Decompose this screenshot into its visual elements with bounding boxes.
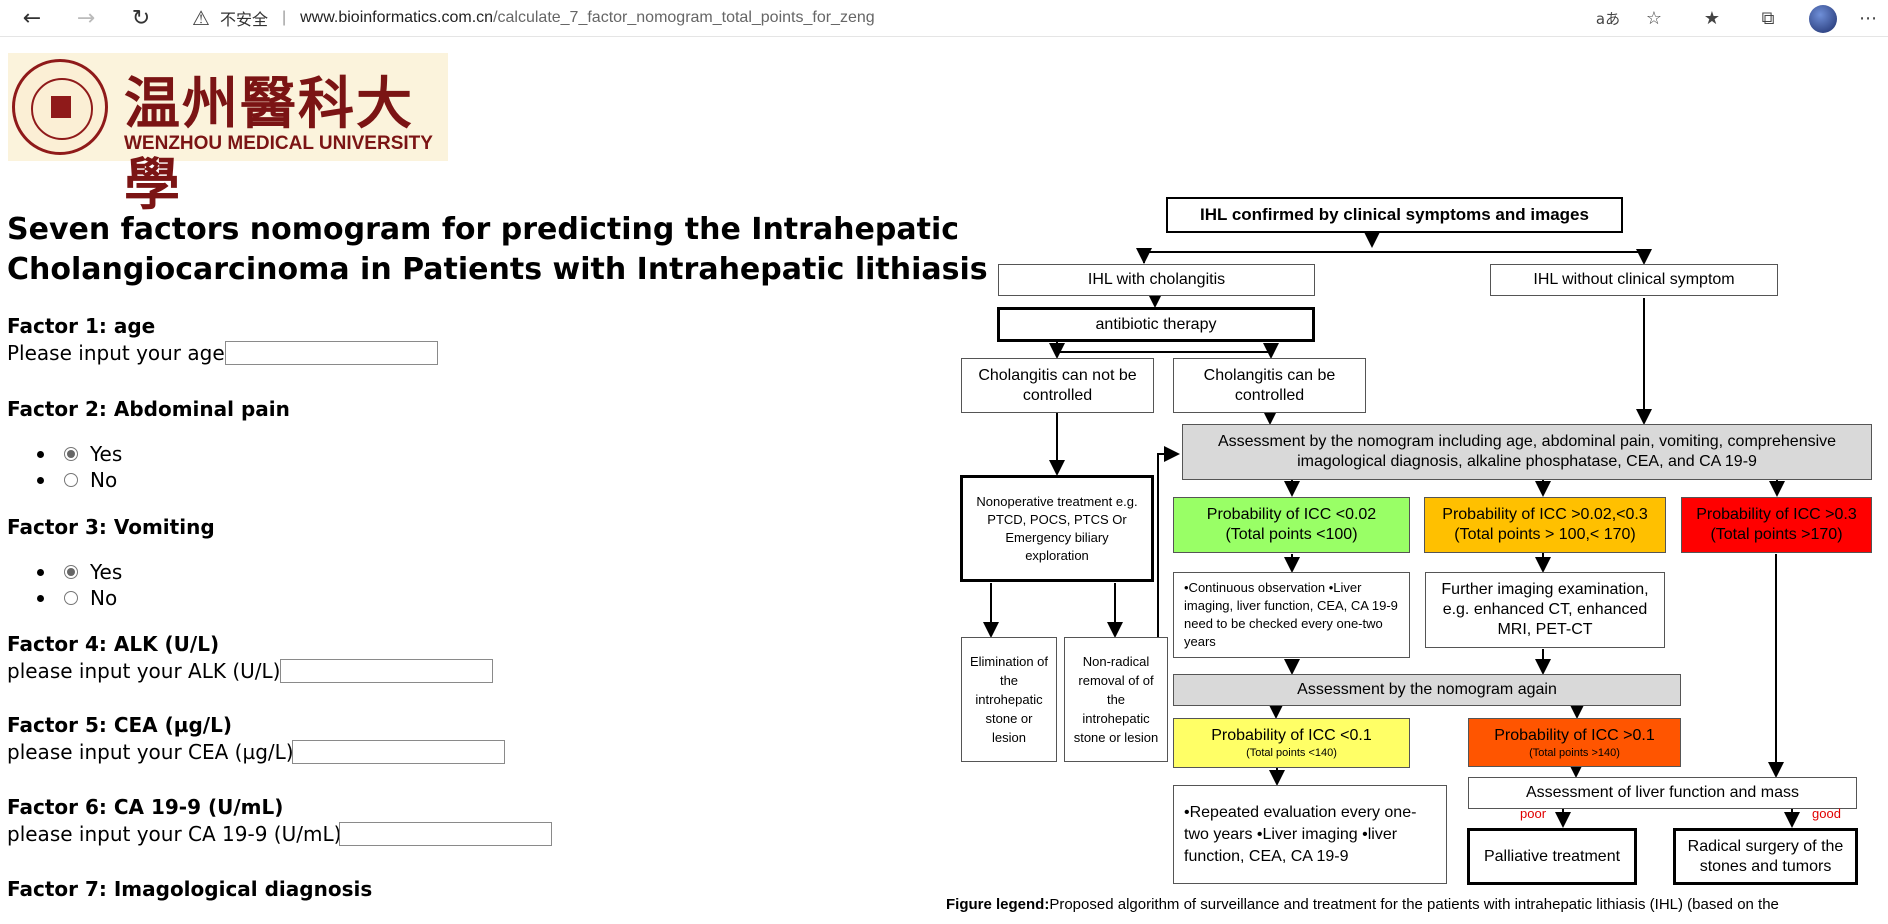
factor4-heading: Factor 4: ALK (U/L)	[7, 632, 220, 656]
abdominal-pain-no-label: No	[90, 468, 118, 492]
figure-legend-text: Proposed algorithm of surveillance and t…	[1049, 896, 1779, 913]
flow-repeat-box: •Repeated evaluation every one-two years…	[1173, 785, 1447, 884]
flow-top-box: IHL confirmed by clinical symptoms and i…	[1166, 197, 1623, 233]
insecure-label: 不安全	[219, 12, 268, 29]
favorites-icon[interactable]: ★	[1703, 7, 1721, 29]
flow-prob2-high-box: Probability of ICC >0.1 (Total points >1…	[1468, 718, 1681, 767]
flow-palliative-box: Palliative treatment	[1467, 828, 1637, 885]
vomiting-yes-radio[interactable]	[64, 565, 78, 579]
factor6-label: please input your CA 19-9 (U/mL):	[7, 822, 349, 846]
flow-elimination-box: Elimination of the introhepatic stone or…	[961, 637, 1057, 762]
factor1-heading: Factor 1: age	[7, 314, 156, 338]
cea-input[interactable]	[292, 740, 505, 764]
read-aloud-icon[interactable]: aあ	[1595, 9, 1621, 28]
browser-toolbar: ← → ↻ ⚠ 不安全 | www.bioinformatics.com.cn/…	[0, 0, 1888, 37]
page-title-line2: Cholangiocarcinoma in Patients with Intr…	[7, 252, 988, 287]
figure-legend-label: Figure legend:	[946, 896, 1050, 913]
vomiting-no-label: No	[90, 586, 118, 610]
age-input[interactable]	[225, 341, 438, 365]
university-seal-icon	[12, 59, 108, 155]
flow-prob-high-box: Probability of ICC >0.3 (Total points >1…	[1681, 497, 1872, 553]
vomiting-no-radio[interactable]	[64, 591, 78, 605]
flow-antibiotic-box: antibiotic therapy	[997, 307, 1315, 342]
url-path: /calculate_7_factor_nomogram_total_point…	[493, 9, 875, 26]
vomiting-yes-label: Yes	[90, 560, 123, 584]
factor2-heading: Factor 2: Abdominal pain	[7, 397, 290, 421]
more-menu-icon[interactable]: ⋯	[1859, 7, 1877, 29]
flow-poor-label: poor	[1520, 806, 1547, 821]
flow-prob2-low-sub: (Total points <140)	[1246, 747, 1337, 759]
flow-liver-assessment-box: Assessment of liver function and mass	[1468, 777, 1857, 809]
abdominal-pain-yes-radio[interactable]	[64, 447, 78, 461]
figure-legend: Figure legend:Proposed algorithm of surv…	[946, 896, 1779, 913]
back-arrow-icon[interactable]: ←	[22, 5, 42, 31]
abdominal-pain-yes-option[interactable]: Yes	[37, 442, 122, 466]
university-logo: 温州醫科大學 WENZHOU MEDICAL UNIVERSITY	[8, 53, 448, 218]
reload-icon[interactable]: ↻	[131, 5, 151, 31]
abdominal-pain-no-option[interactable]: No	[37, 468, 117, 492]
flow-prob2-low-box: Probability of ICC <0.1 (Total points <1…	[1173, 718, 1410, 768]
flow-prob2-high-label: Probability of ICC >0.1	[1494, 726, 1655, 744]
flow-nonradical-box: Non-radical removal of of the introhepat…	[1064, 637, 1168, 762]
flow-radical-box: Radical surgery of the stones and tumors	[1673, 828, 1858, 885]
url-host: www.bioinformatics.com.cn	[300, 9, 494, 26]
factor4-label: please input your ALK (U/L):	[7, 659, 288, 683]
profile-avatar[interactable]	[1809, 5, 1837, 33]
warning-icon: ⚠	[192, 7, 210, 30]
flow-prob-low-box: Probability of ICC <0.02 (Total points <…	[1173, 497, 1410, 553]
flow-good-label: good	[1812, 806, 1841, 821]
alk-input[interactable]	[280, 659, 493, 683]
factor5-label: please input your CEA (µg/L):	[7, 740, 301, 764]
factor3-heading: Factor 3: Vomiting	[7, 515, 215, 539]
flow-assessment-box: Assessment by the nomogram including age…	[1182, 424, 1872, 480]
ca199-input[interactable]	[339, 822, 552, 846]
logo-english-text: WENZHOU MEDICAL UNIVERSITY	[124, 133, 433, 154]
abdominal-pain-yes-label: Yes	[90, 442, 123, 466]
factor7-heading: Factor 7: Imagological diagnosis	[7, 877, 373, 901]
flow-prob2-high-sub: (Total points >140)	[1529, 746, 1620, 759]
vomiting-no-option[interactable]: No	[37, 586, 117, 610]
flow-observation-box: •Continuous observation •Liver imaging, …	[1173, 572, 1410, 658]
flow-prob2-low-label: Probability of ICC <0.1	[1211, 727, 1372, 744]
abdominal-pain-no-radio[interactable]	[64, 473, 78, 487]
flow-can-control-box: Cholangitis can be controlled	[1173, 358, 1366, 413]
address-separator: |	[281, 9, 287, 26]
flow-nonoperative-box: Nonoperative treatment e.g. PTCD, POCS, …	[960, 475, 1154, 582]
forward-arrow-icon[interactable]: →	[76, 5, 96, 31]
flow-cannot-control-box: Cholangitis can not be controlled	[961, 358, 1154, 413]
flow-assessment-again-box: Assessment by the nomogram again	[1173, 674, 1681, 706]
add-favorite-icon[interactable]: ☆	[1645, 7, 1663, 29]
page-title-line1: Seven factors nomogram for predicting th…	[7, 212, 960, 247]
factor1-label: Please input your age:	[7, 341, 232, 365]
collections-icon[interactable]: ⧉	[1761, 7, 1775, 29]
flow-prob-mid-box: Probability of ICC >0.02,<0.3 (Total poi…	[1424, 497, 1666, 553]
flow-further-imaging-box: Further imaging examination, e.g. enhanc…	[1425, 572, 1665, 648]
vomiting-yes-option[interactable]: Yes	[37, 560, 122, 584]
address-bar[interactable]: ⚠ 不安全 | www.bioinformatics.com.cn/calcul…	[178, 2, 1648, 34]
factor5-heading: Factor 5: CEA (µg/L)	[7, 713, 232, 737]
flow-without-symptom-box: IHL without clinical symptom	[1490, 264, 1778, 296]
flow-with-cholangitis-box: IHL with cholangitis	[998, 264, 1315, 296]
factor6-heading: Factor 6: CA 19-9 (U/mL)	[7, 795, 284, 819]
logo-chinese-text: 温州醫科大學	[124, 71, 414, 218]
